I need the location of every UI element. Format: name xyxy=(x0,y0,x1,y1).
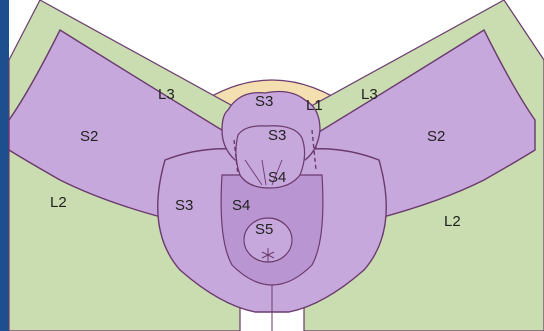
label-left-l3: L3 xyxy=(158,86,175,103)
label-right-s2: S2 xyxy=(427,128,445,145)
label-mid-s3: S3 xyxy=(268,127,286,144)
label-left-s2: S2 xyxy=(80,128,98,145)
label-center-s5: S5 xyxy=(255,221,273,238)
label-right-l2: L2 xyxy=(444,213,461,230)
label-top-s3: S3 xyxy=(255,93,273,110)
label-center-s4: S4 xyxy=(232,197,250,214)
label-left-l2: L2 xyxy=(50,194,67,211)
label-left-s3: S3 xyxy=(175,197,193,214)
label-top-l1: L1 xyxy=(306,97,323,114)
label-right-l3: L3 xyxy=(361,86,378,103)
label-mid-s4: S4 xyxy=(268,169,286,186)
